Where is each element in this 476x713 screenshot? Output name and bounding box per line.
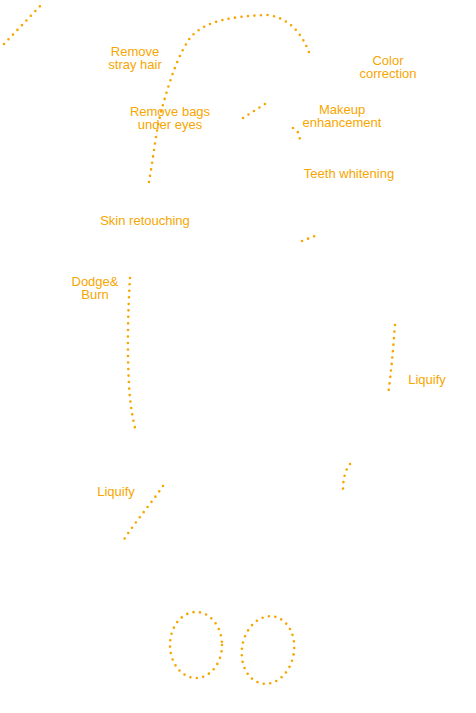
- right-foot: [236, 612, 299, 688]
- callout-label: Skin retouching: [75, 214, 215, 227]
- callout-label: Teeth whitening: [279, 167, 419, 180]
- hand-mark: [343, 464, 350, 490]
- eye-bag-line: [243, 104, 265, 118]
- callout-label: Remove stray hair: [107, 45, 163, 71]
- hair-outline: [149, 15, 310, 182]
- eye-mark: [293, 128, 300, 143]
- callout-label: Dodge& Burn: [67, 275, 123, 301]
- waist-contour: [388, 325, 395, 395]
- callout-label: Makeup enhancement: [296, 103, 388, 129]
- callout-label: Liquify: [387, 373, 467, 386]
- left-foot: [170, 612, 222, 678]
- mouth-mark: [302, 234, 320, 241]
- body-contour: [128, 278, 136, 432]
- callout-label: Liquify: [76, 485, 156, 498]
- callout-label: Remove bags under eyes: [124, 105, 216, 131]
- shoulder-line: [4, 2, 44, 44]
- callout-label: Color correction: [355, 54, 421, 80]
